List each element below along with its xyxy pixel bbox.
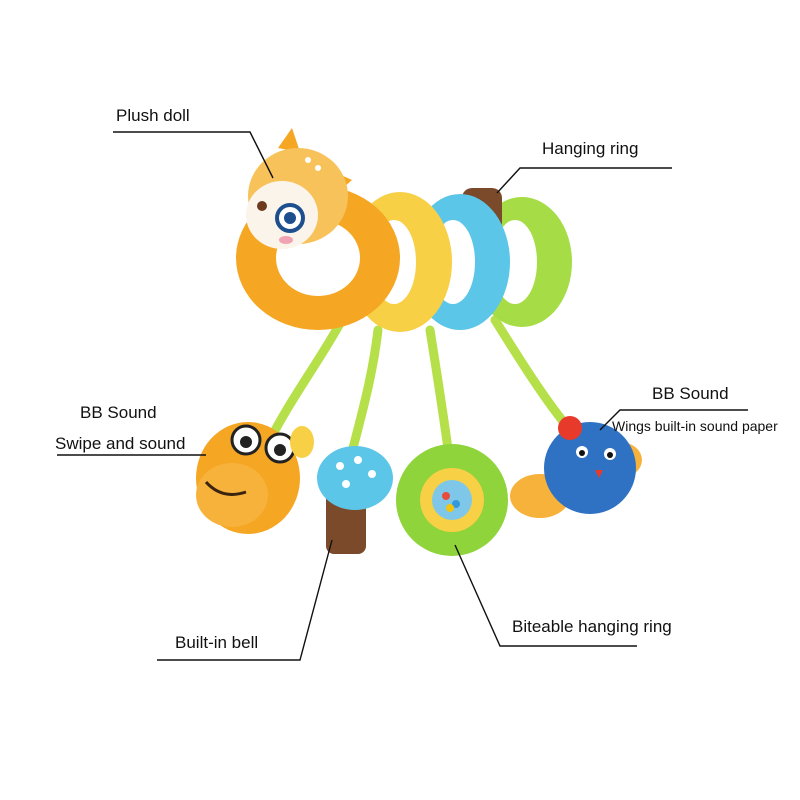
callout-biteable-ring: Biteable hanging ring (512, 617, 672, 636)
callout-plush-doll: Plush doll (116, 106, 190, 125)
callout-hanging-ring: Hanging ring (542, 139, 639, 158)
bird-plush (510, 416, 642, 518)
cow-plush (196, 422, 314, 534)
callout-swipe-and-sound: Swipe and sound (55, 434, 186, 453)
biteable-flower (396, 444, 508, 556)
callout-bb-sound-left: BB Sound (80, 403, 157, 422)
callout-lines (57, 131, 748, 661)
plush-doll (246, 128, 352, 249)
callout-wings-sound-paper: Wings built-in sound paper (612, 418, 778, 434)
mushroom-bell (317, 446, 393, 554)
spiral-body (236, 186, 572, 332)
callout-bb-sound-right: BB Sound (652, 384, 729, 403)
callout-built-in-bell: Built-in bell (175, 633, 259, 652)
